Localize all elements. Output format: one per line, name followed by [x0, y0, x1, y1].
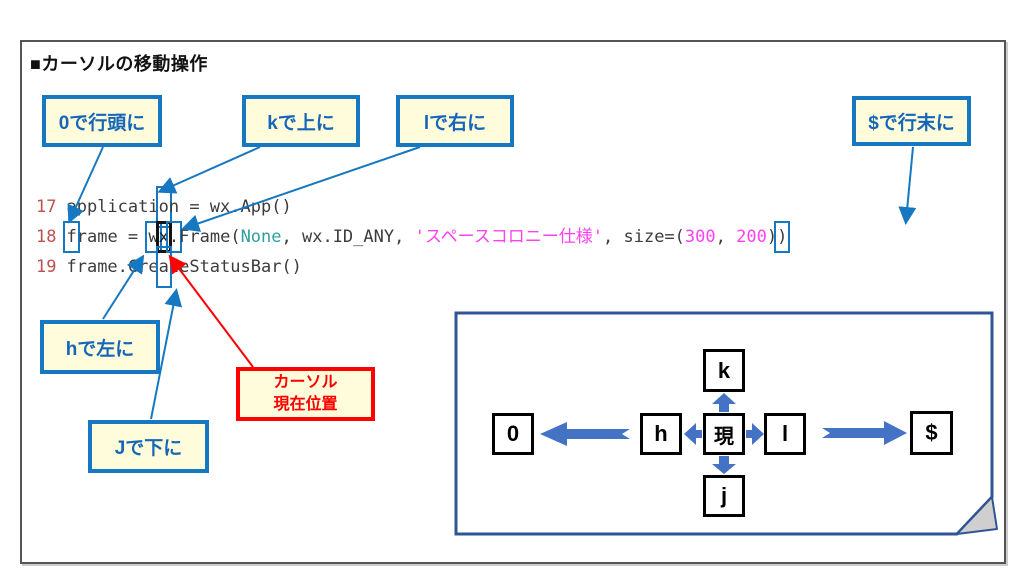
code-line: 19 frame.CreateStatusBar()	[36, 246, 787, 288]
callout-zero-line-start: 0で行頭に	[42, 95, 162, 147]
code-segment: )	[766, 227, 778, 247]
key-j-label: j	[720, 483, 728, 508]
cursor-highlight: x	[155, 221, 172, 253]
code-segment: , size=(	[603, 227, 685, 247]
code-segment: rame =	[76, 227, 149, 247]
code-segment: 300	[684, 227, 716, 247]
callout-cursor-position: カーソル 現在位置	[236, 367, 375, 421]
callout-dollar-label: $で行末に	[868, 112, 955, 134]
callout-j-label: Jで下に	[114, 438, 183, 459]
code-segment: , wx.ID_ANY,	[281, 227, 415, 247]
callout-k-label: kで上に	[267, 112, 335, 134]
char-highlight-box: f	[63, 221, 80, 253]
callout-h-label: hで左に	[65, 338, 135, 360]
callout-j-down: Jで下に	[88, 420, 209, 473]
key-k: k	[703, 349, 745, 392]
char-highlight-box: .	[165, 221, 183, 253]
code-segment: 'スペースコロニー仕様'	[414, 227, 604, 247]
code-segment: teStatusBar()	[168, 257, 302, 277]
line-number: 18	[36, 227, 57, 247]
code-line: 18 frame = wx.Frame(None, wx.ID_ANY, 'スペー…	[36, 221, 791, 253]
char-highlight-box: )	[774, 221, 791, 253]
page-title: ■カーソルの移動操作	[30, 54, 208, 74]
callout-l-right: lで右に	[396, 95, 514, 147]
key-k-label: k	[717, 357, 731, 383]
code-block: 17 application = wx.App() 18 frame = wx.Fra…	[36, 186, 791, 288]
code-segment: 200	[736, 227, 767, 247]
callout-h-left: hで左に	[40, 320, 160, 374]
code-segment: n = wx.App()	[168, 197, 292, 217]
callout-dollar-line-end: $で行末に	[852, 96, 971, 146]
callout-zero-label: 0で行頭に	[58, 112, 146, 134]
key-current-position: 現	[703, 413, 745, 455]
code-segment: ,	[715, 227, 737, 247]
code-segment: None	[240, 227, 282, 247]
key-current-label: 現	[714, 425, 734, 448]
code-line: 17 application = wx.App()	[36, 186, 787, 228]
callout-l-label: lで右に	[423, 112, 487, 134]
callout-k-up: kで上に	[242, 95, 360, 147]
char-highlight-box: o	[155, 186, 172, 228]
line-number: 17	[36, 197, 57, 217]
char-highlight-box: w	[145, 221, 162, 253]
char-highlight-box: a	[155, 246, 172, 288]
key-0-label: 0	[506, 421, 520, 446]
key-j: j	[703, 475, 745, 517]
key-l: l	[764, 413, 806, 455]
code-segment: applicati	[66, 197, 159, 217]
key-dollar-label: $	[925, 420, 938, 445]
cursor-position-line2: 現在位置	[273, 396, 338, 413]
line-number: 19	[36, 257, 57, 277]
key-dollar: $	[910, 411, 953, 455]
cursor-position-line1: カーソル	[273, 374, 338, 392]
key-0: 0	[492, 413, 534, 455]
code-segment: Frame(	[179, 227, 241, 247]
key-l-label: l	[781, 421, 789, 446]
key-h: h	[640, 413, 682, 455]
key-h-label: h	[654, 421, 668, 446]
code-segment: frame.Cre	[66, 257, 159, 277]
